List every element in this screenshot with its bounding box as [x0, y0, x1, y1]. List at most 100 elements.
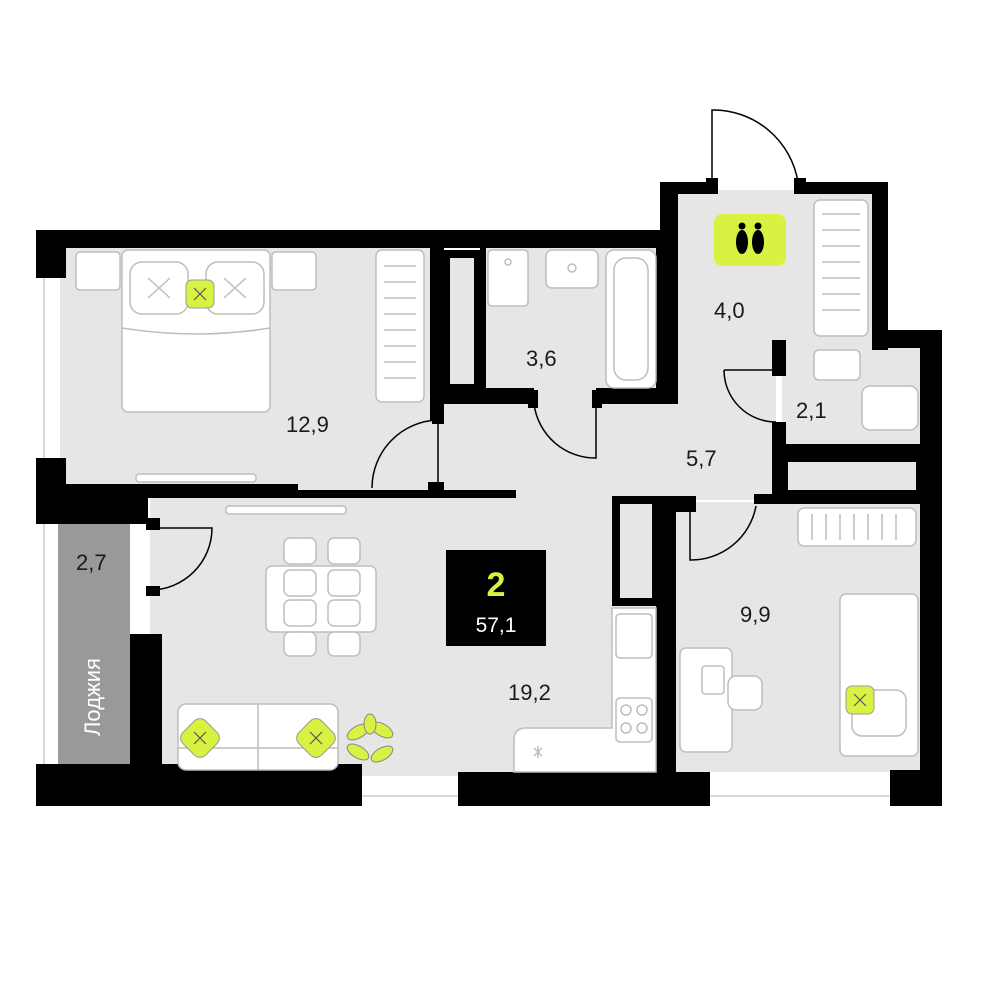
area-label-bedroom: 12,9 — [286, 412, 329, 437]
window-lines — [43, 278, 890, 797]
toilet-door — [723, 369, 777, 423]
area-label-toilet: 2,1 — [796, 398, 827, 423]
kitchen-sink — [615, 613, 653, 659]
wall — [444, 388, 534, 404]
fridge-mark — [533, 746, 543, 758]
footprints-icon — [714, 214, 786, 266]
wall — [872, 182, 888, 350]
wall — [772, 340, 786, 376]
burner — [620, 704, 632, 716]
wall — [656, 496, 676, 780]
area-label-entry: 4,0 — [714, 298, 745, 323]
rooms-count: 2 — [487, 566, 506, 604]
pillow-icon — [845, 685, 875, 715]
area-label-loggia: 2,7 — [76, 550, 107, 575]
wall — [656, 246, 678, 404]
wall — [754, 494, 932, 504]
wall — [36, 764, 362, 806]
loggia-label: Лоджия — [80, 658, 105, 736]
door-stop — [146, 518, 160, 530]
wall — [430, 230, 444, 420]
chair — [283, 631, 317, 657]
wall — [36, 484, 148, 524]
bathroom-door — [533, 403, 597, 459]
area-label-bathroom: 3,6 — [526, 346, 557, 371]
chair — [283, 537, 317, 565]
total-area: 57,1 — [476, 614, 517, 637]
chair — [283, 599, 317, 627]
washing-machine — [487, 249, 529, 307]
bathroom-furniture — [487, 249, 657, 389]
toilet-bowl — [861, 385, 919, 431]
door-stop — [146, 586, 160, 596]
area-label-living: 19,2 — [508, 680, 551, 705]
wall — [676, 496, 696, 512]
badge-background — [446, 550, 546, 646]
pillow-icon — [185, 279, 215, 309]
bedroom-door — [371, 419, 439, 489]
sliding-door — [225, 505, 347, 515]
office-chair — [727, 675, 763, 711]
radiator — [797, 507, 917, 547]
wall — [772, 444, 932, 458]
nightstand — [271, 251, 317, 291]
small-sink — [813, 349, 861, 381]
area-label-second-bedroom: 9,9 — [740, 602, 771, 627]
radiator-fins — [811, 514, 897, 540]
radiator-fins — [822, 213, 860, 311]
loggia-floor — [58, 520, 130, 764]
second-bedroom-furniture — [679, 507, 919, 757]
wall — [480, 246, 486, 392]
radiator — [375, 249, 425, 403]
wall — [596, 388, 662, 404]
corridor-floor — [432, 350, 776, 500]
wall — [796, 182, 888, 194]
radiator — [813, 199, 869, 337]
living-furniture — [177, 537, 657, 773]
burner — [620, 722, 632, 734]
pillow-fold — [147, 277, 171, 299]
doors — [135, 109, 806, 596]
second-bedroom-door — [689, 505, 757, 561]
sink-drain — [567, 263, 577, 273]
walls — [36, 182, 942, 806]
wall — [130, 634, 162, 806]
chair — [327, 599, 361, 627]
plant-icon — [346, 713, 394, 763]
pillow-icon — [180, 718, 220, 758]
door-stop — [432, 414, 444, 424]
door-stop — [706, 178, 718, 194]
wall — [920, 330, 942, 806]
bedroom-furniture — [75, 249, 425, 413]
door-stop — [432, 482, 444, 492]
entry-furniture — [714, 199, 869, 337]
chair — [327, 569, 361, 597]
entrance-door — [711, 109, 799, 183]
bathtub-inner — [613, 257, 649, 381]
wall — [36, 230, 661, 248]
door-stop — [794, 178, 806, 194]
toilet-furniture — [813, 349, 919, 431]
desk — [679, 647, 733, 753]
pillow-fold — [223, 277, 247, 299]
apartment-badge: 2 57,1 — [446, 550, 546, 646]
nightstand — [75, 251, 121, 291]
wall — [772, 422, 786, 502]
loggia-door — [149, 527, 213, 591]
wall — [36, 230, 66, 278]
wardrobe-inner — [450, 258, 474, 384]
burner — [636, 704, 648, 716]
wall — [298, 490, 516, 498]
area-label-corridor: 5,7 — [686, 446, 717, 471]
chair — [327, 537, 361, 565]
niche-inner — [788, 462, 916, 490]
door-stop — [592, 390, 602, 408]
stove — [615, 697, 653, 743]
burner — [636, 722, 648, 734]
wall — [890, 770, 942, 806]
radiator-fins — [384, 265, 416, 379]
bed-blanket-line — [121, 327, 271, 335]
kitchen-column-inner — [620, 504, 652, 598]
wall — [660, 182, 678, 252]
